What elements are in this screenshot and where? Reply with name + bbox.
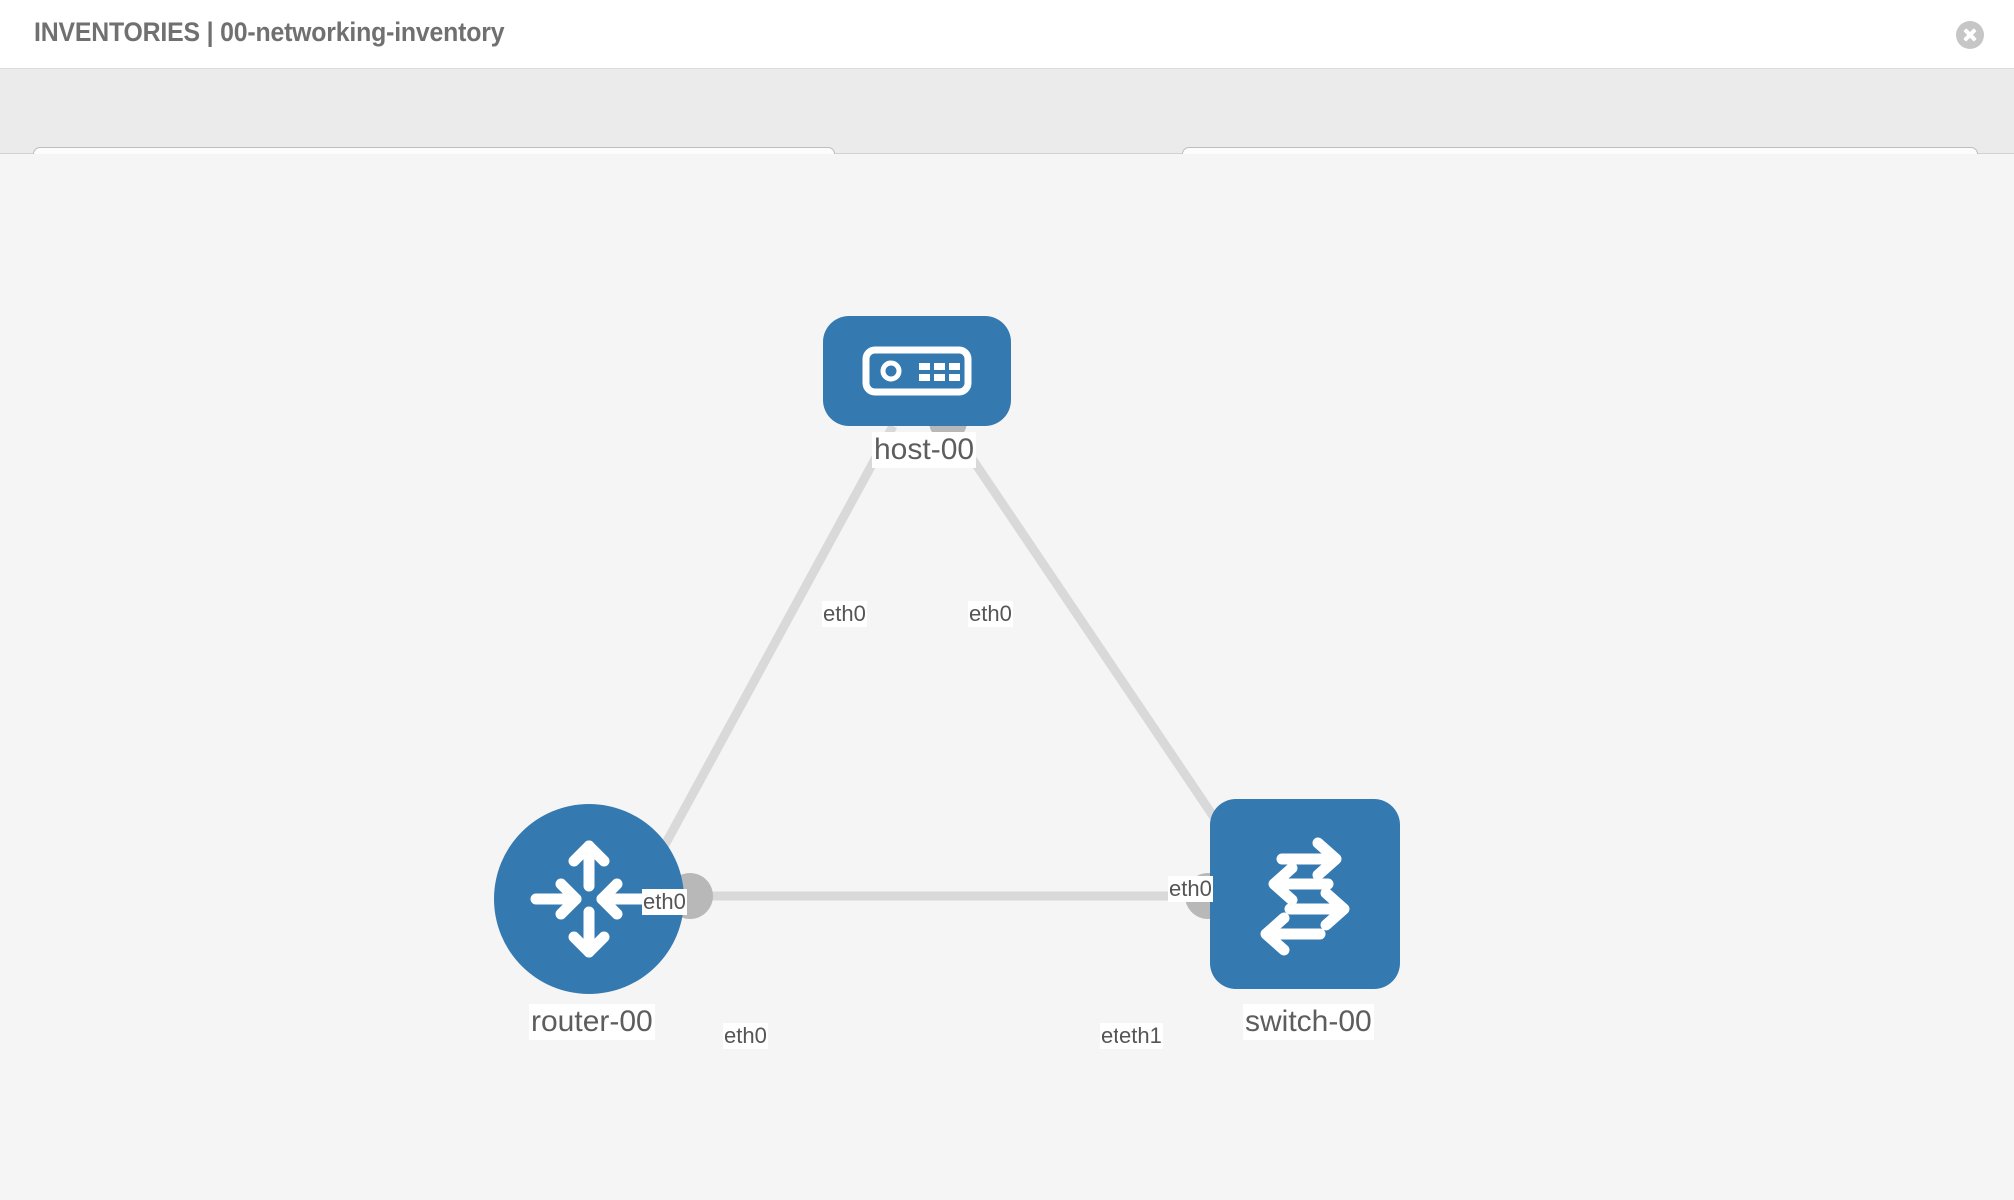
interface-label-switch-eth1: eth1 [1118, 1023, 1163, 1049]
topology-graph [656, 403, 1256, 919]
link-host-router[interactable] [656, 423, 897, 857]
close-icon[interactable] [1956, 21, 1984, 49]
router-arrows-icon [530, 840, 648, 958]
node-label-switch-00: switch-00 [1243, 1004, 1374, 1040]
interface-label-switch-eth0-up: eth0 [1168, 876, 1213, 902]
interface-label-host-eth0-left: eth0 [822, 601, 867, 627]
interface-label-router-eth0-right: eth0 [723, 1023, 768, 1049]
page-header: INVENTORIES | 00-networking-inventory [0, 0, 2014, 68]
node-label-router-00: router-00 [529, 1004, 655, 1040]
page-title: INVENTORIES | 00-networking-inventory [34, 17, 505, 47]
interface-label-host-eth0-right: eth0 [968, 601, 1013, 627]
toolbar: ACTIONS SEARCH [0, 68, 2014, 203]
node-label-host-00: host-00 [872, 432, 977, 468]
switch-arrows-icon [1260, 837, 1350, 956]
interface-label-router-eth0-up: eth0 [642, 889, 687, 915]
link-host-switch[interactable] [946, 423, 1236, 847]
node-router-00[interactable] [494, 804, 684, 994]
node-host-00[interactable] [823, 316, 1011, 426]
server-icon [862, 346, 972, 396]
topology-canvas[interactable]: host-00 router-00 switch-00 eth0 eth0 et… [0, 154, 2014, 1200]
node-switch-00[interactable] [1210, 799, 1400, 989]
